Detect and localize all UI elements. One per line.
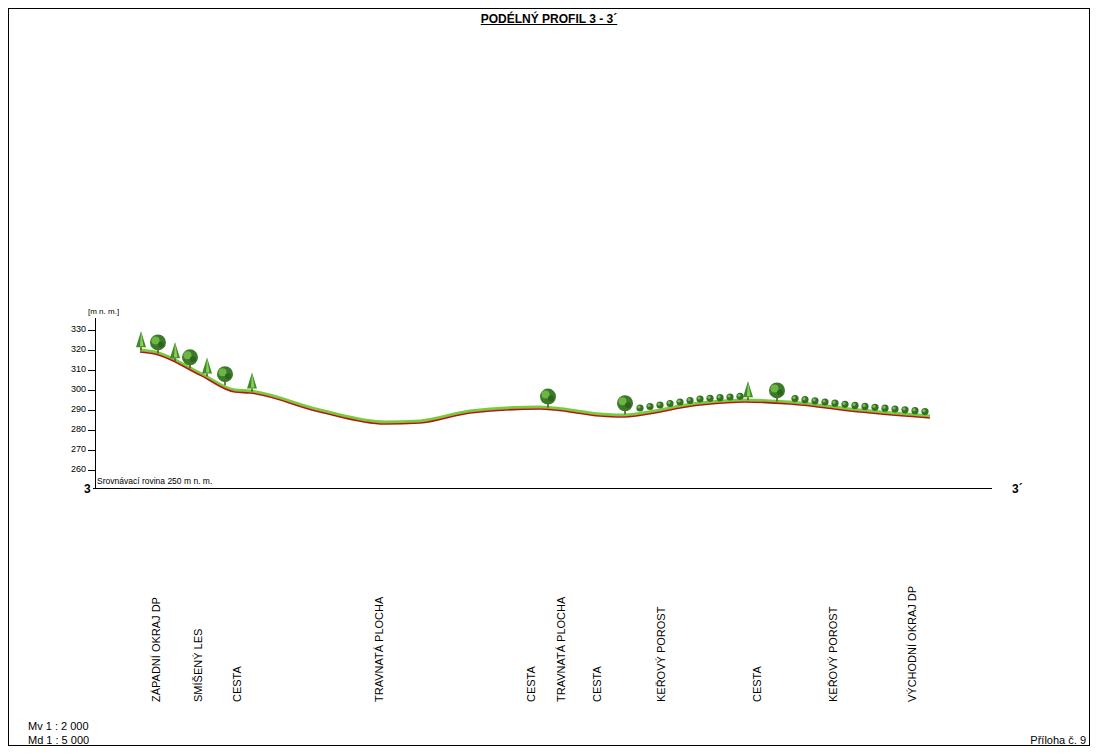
shrub (666, 400, 673, 407)
conifer-tree (202, 357, 212, 376)
deciduous-tree (182, 349, 198, 368)
shrub (821, 398, 828, 405)
tick-label: 290 (71, 405, 86, 415)
datum-line (93, 488, 992, 489)
scale-note: Md 1 : 5 000 (28, 734, 89, 746)
vegetation (136, 331, 929, 415)
page-frame (9, 9, 1090, 746)
zone-label: CESTA (751, 666, 763, 702)
unit-label: [m n. m.] (88, 308, 119, 317)
tick-label: 320 (71, 345, 86, 355)
shrub (686, 397, 693, 404)
deciduous-tree (617, 395, 633, 414)
axis-tick (88, 410, 95, 411)
shrub (726, 393, 733, 400)
shrub (911, 407, 918, 414)
tick-label: 260 (71, 465, 86, 475)
shrub (861, 403, 868, 410)
axis-tick (88, 370, 95, 371)
axis-tick (88, 450, 95, 451)
zone-label: ZÁPADNÍ OKRAJ DP (150, 597, 162, 702)
deciduous-tree (150, 334, 166, 353)
deciduous-tree (540, 389, 556, 408)
axis-tick (88, 330, 95, 331)
shrub (801, 396, 808, 403)
zone-label: CESTA (591, 666, 603, 702)
appendix-number: Příloha č. 9 (1030, 734, 1086, 746)
shrub (831, 400, 838, 407)
shrub (881, 405, 888, 412)
deciduous-tree (217, 366, 233, 385)
terrain-profile (140, 352, 930, 424)
shrub (706, 395, 713, 402)
zone-label: TRAVNATÁ PLOCHA (555, 597, 567, 702)
shrub (841, 401, 848, 408)
shrub (636, 404, 643, 411)
shrub (891, 405, 898, 412)
tick-label: 280 (71, 425, 86, 435)
zone-label: KEŘOVÝ POROST (655, 607, 667, 702)
zone-label: VÝCHODNÍ OKRAJ DP (906, 586, 918, 702)
tick-label: 270 (71, 445, 86, 455)
shrub (646, 403, 653, 410)
tick-label: 310 (71, 365, 86, 375)
conifer-tree (136, 331, 146, 350)
zone-label: SMÍŠENÝ LES (192, 629, 204, 702)
profile-end: 3´ (1012, 483, 1023, 496)
datum-label: Srovnávací rovina 250 m n. m. (97, 477, 212, 486)
tick-label: 300 (71, 385, 86, 395)
profile-end: 3 (84, 483, 91, 496)
conifer-tree (170, 342, 180, 361)
conifer-tree (247, 373, 257, 392)
axis-tick (88, 350, 95, 351)
elevation-axis (95, 318, 96, 488)
tick-label: 330 (71, 325, 86, 335)
shrub (871, 404, 878, 411)
axis-tick (88, 390, 95, 391)
shrub (736, 393, 743, 400)
shrub (791, 395, 798, 402)
scale-note: Mv 1 : 2 000 (28, 720, 89, 732)
axis-tick (88, 430, 95, 431)
shrub (716, 394, 723, 401)
axis-tick (88, 470, 95, 471)
shrub (696, 395, 703, 402)
conifer-tree (743, 381, 753, 400)
axes (88, 318, 992, 489)
shrub (811, 397, 818, 404)
zone-label: KEŘOVÝ POROST (827, 607, 839, 702)
shrub (676, 398, 683, 405)
zone-label: CESTA (525, 666, 537, 702)
zone-label: CESTA (231, 666, 243, 702)
zone-label: TRAVNATÁ PLOCHA (373, 597, 385, 702)
title: PODÉLNÝ PROFIL 3 - 3´ (0, 13, 1098, 26)
shrub (901, 406, 908, 413)
shrub (921, 408, 928, 415)
shrub (851, 402, 858, 409)
vegetation-surface (140, 350, 930, 422)
deciduous-tree (769, 382, 785, 401)
shrub (656, 401, 663, 408)
